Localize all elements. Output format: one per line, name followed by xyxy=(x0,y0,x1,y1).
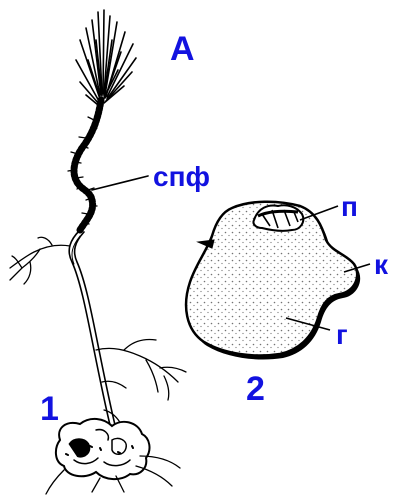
label-g: г xyxy=(336,319,348,350)
label-k: к xyxy=(374,249,389,280)
apical-tuft xyxy=(76,10,136,105)
label-p: п xyxy=(341,191,358,222)
panel-number-1: 1 xyxy=(40,390,59,428)
leader-line-spf xyxy=(92,176,148,190)
base-mass xyxy=(46,419,180,494)
moss-plant xyxy=(10,10,186,494)
left-rhizoid xyxy=(10,237,70,284)
figure-label-a: А xyxy=(170,30,195,68)
lower-stem xyxy=(69,230,119,440)
panel-number-2: 2 xyxy=(246,370,265,408)
leafy-stem xyxy=(68,100,102,230)
right-rhizoid xyxy=(96,339,186,426)
label-spf: спф xyxy=(153,161,210,192)
capsule-apex xyxy=(253,205,303,231)
